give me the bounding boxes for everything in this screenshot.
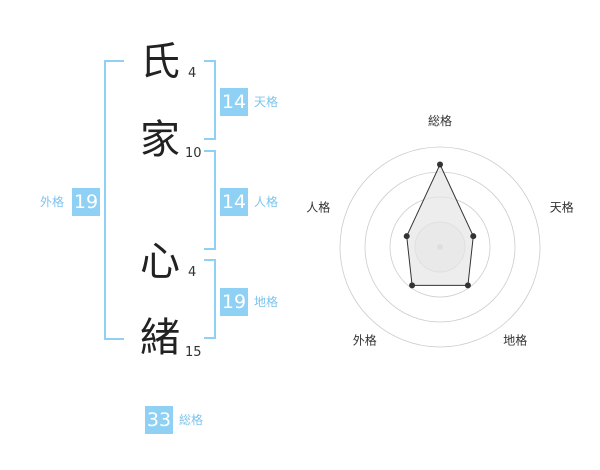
gaikaku-badge: 19 xyxy=(72,188,100,216)
radar-polygon xyxy=(406,163,474,286)
tenkaku-bracket xyxy=(204,60,216,140)
stroke-count-1: 4 xyxy=(188,66,197,81)
name-char-1: 氏 xyxy=(140,39,180,85)
chikaku-badge: 19 xyxy=(220,288,248,316)
tenkaku-badge: 14 xyxy=(220,88,248,116)
jinkaku-badge: 14 xyxy=(220,188,248,216)
stroke-count-4: 15 xyxy=(185,345,202,360)
radar-ring xyxy=(339,146,541,348)
radar-point-1 xyxy=(437,161,443,168)
stroke-count-3: 4 xyxy=(188,265,197,280)
radar-axis-label: 総格 xyxy=(428,113,452,128)
stroke-count-2: 10 xyxy=(185,146,202,161)
name-char-2: 家 xyxy=(140,117,180,163)
soukaku-badge: 33 xyxy=(145,406,173,434)
name-char-4: 緒 xyxy=(140,315,180,361)
gaikaku-bracket xyxy=(104,60,124,340)
radar-point-2 xyxy=(470,233,477,240)
radar-axis-label: 天格 xyxy=(550,199,574,214)
chikaku-bracket xyxy=(204,259,216,339)
soukaku-label: 総格 xyxy=(179,413,204,427)
radar-point-5 xyxy=(403,233,410,240)
radar-axis-label: 外格 xyxy=(353,333,377,348)
radar-point-4 xyxy=(409,282,416,289)
radar-point-3 xyxy=(464,282,471,289)
name-char-3: 心 xyxy=(140,239,180,285)
tenkaku-label: 天格 xyxy=(254,95,279,109)
jinkaku-label: 人格 xyxy=(254,195,279,209)
jinkaku-bracket xyxy=(204,150,216,250)
radar-axis-label: 人格 xyxy=(306,199,330,214)
chikaku-label: 地格 xyxy=(254,295,279,309)
gaikaku-label: 外格 xyxy=(40,195,65,209)
radar-axis-label: 地格 xyxy=(503,333,527,348)
